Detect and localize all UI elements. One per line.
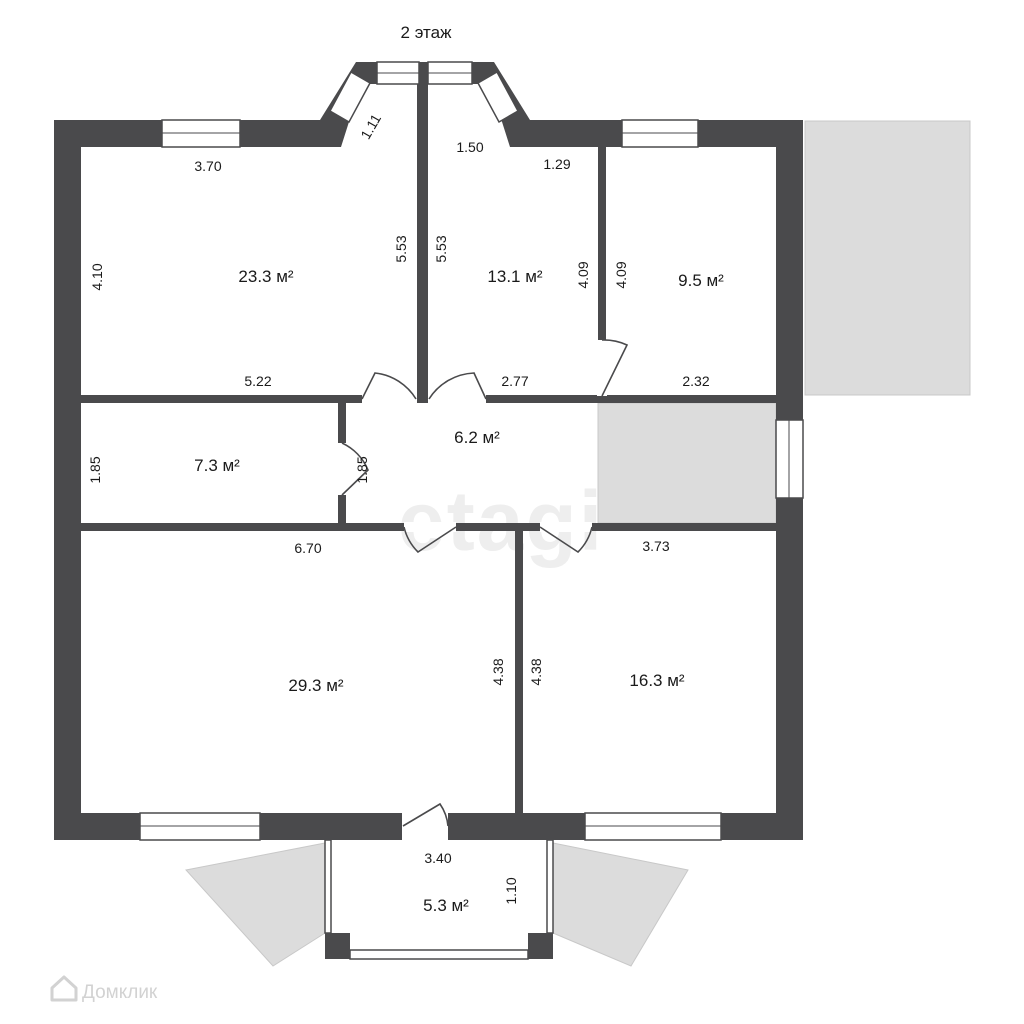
dimension-label: 4.38: [528, 658, 544, 685]
dimension-label: 4.38: [490, 658, 506, 685]
floor-title: 2 этаж: [401, 23, 453, 42]
dimension-label: 3.73: [642, 538, 669, 554]
dimension-label: 2.77: [501, 373, 528, 389]
door-room6: [403, 526, 457, 554]
dimension-label: 5.22: [244, 373, 271, 389]
balcony-right-wing: [552, 842, 689, 967]
house-icon: [50, 975, 78, 1002]
dimension-label: 1.85: [87, 456, 103, 483]
door-room1: [361, 372, 417, 400]
dimension-label: 4.09: [575, 261, 591, 288]
room-area: 6.2 м²: [454, 428, 500, 447]
domclick-logo: Домклик: [50, 975, 158, 1003]
balcony-post-right: [528, 933, 553, 959]
dimension-label: 1.29: [543, 156, 570, 172]
dimension-label: 6.70: [294, 540, 321, 556]
dimension-label: 1.85: [354, 456, 370, 483]
door-balcony: [402, 802, 449, 827]
room-area: 7.3 м²: [194, 456, 240, 475]
dimension-label: 4.10: [89, 263, 105, 290]
door-room7: [539, 526, 593, 554]
room-area: 13.1 м²: [487, 267, 542, 286]
wall-int-bay: [417, 84, 428, 402]
terrace-area: [804, 120, 971, 396]
dimension-label: 1.10: [503, 877, 519, 904]
balcony-rail-right: [546, 839, 554, 934]
room-area: 5.3 м²: [423, 896, 469, 915]
room-area: 23.3 м²: [238, 267, 293, 286]
dimension-label: 3.70: [194, 158, 221, 174]
dimension-label: 1.11: [357, 111, 384, 142]
dimension-label: 5.53: [393, 235, 409, 262]
balcony-post-left: [325, 933, 350, 959]
dimension-label: 3.40: [424, 850, 451, 866]
balcony-window: [349, 949, 529, 960]
dimension-label: 1.50: [456, 139, 483, 155]
stair-area: [597, 402, 777, 524]
wall-int-v3: [515, 531, 523, 813]
balcony-left-wing: [185, 842, 326, 967]
window-bay-right: [476, 70, 520, 124]
window-bay-left: [328, 70, 372, 124]
balcony-rail-left: [324, 839, 332, 934]
domclick-logo-text: Домклик: [82, 982, 158, 1003]
door-room3: [601, 339, 629, 397]
dimension-label: 2.32: [682, 373, 709, 389]
dimension-label: 4.09: [613, 261, 629, 288]
door-room4: [341, 442, 369, 496]
dimension-label: 5.53: [433, 235, 449, 262]
wall-int-v1: [598, 147, 606, 395]
room-area: 16.3 м²: [629, 671, 684, 690]
room-area: 29.3 м²: [288, 676, 343, 695]
door-room2: [428, 372, 487, 400]
watermark: etagi: [398, 474, 604, 568]
wall-left: [54, 120, 81, 840]
room-area: 9.5 м²: [678, 271, 724, 290]
